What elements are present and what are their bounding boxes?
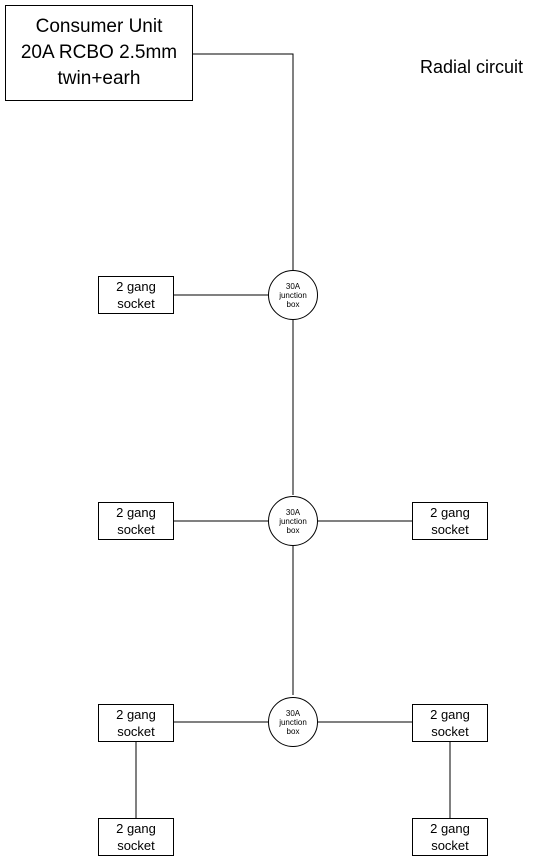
socket-jb3-right: 2 gang socket (412, 704, 488, 742)
socket-label-line1: 2 gang (430, 707, 470, 722)
socket-chain-right: 2 gang socket (412, 818, 488, 856)
socket-jb2-left: 2 gang socket (98, 502, 174, 540)
socket-label-line2: socket (431, 522, 469, 537)
consumer-unit-line2: 20A RCBO 2.5mm (20, 42, 178, 63)
consumer-unit-line3: twin+earh (57, 68, 141, 89)
socket-label-line2: socket (431, 724, 469, 739)
socket-label-line2: socket (117, 296, 155, 311)
socket-label-line2: socket (117, 838, 155, 853)
junction-box-text: junction (279, 290, 307, 300)
socket-label-line1: 2 gang (430, 821, 470, 836)
junction-box-1: 30A junction box (268, 270, 318, 320)
socket-label-line1: 2 gang (116, 707, 156, 722)
junction-box-text: box (286, 299, 300, 309)
junction-box-rating: 30A (285, 281, 301, 291)
junction-box-text: box (286, 525, 300, 535)
junction-box-text: box (286, 726, 300, 736)
socket-chain-left: 2 gang socket (98, 818, 174, 856)
junction-box-3: 30A junction box (268, 697, 318, 747)
socket-jb2-right: 2 gang socket (412, 502, 488, 540)
socket-jb1-left: 2 gang socket (98, 276, 174, 314)
socket-label-line1: 2 gang (116, 505, 156, 520)
consumer-unit: Consumer Unit 20A RCBO 2.5mm twin+earh (5, 5, 193, 101)
socket-label-line2: socket (117, 522, 155, 537)
socket-label-line2: socket (431, 838, 469, 853)
junction-box-text: junction (279, 717, 307, 727)
socket-label-line2: socket (117, 724, 155, 739)
junction-box-text: junction (279, 516, 307, 526)
socket-label-line1: 2 gang (430, 505, 470, 520)
junction-box-2: 30A junction box (268, 496, 318, 546)
junction-box-rating: 30A (285, 507, 301, 517)
socket-label-line1: 2 gang (116, 821, 156, 836)
supply-cable (193, 53, 294, 270)
socket-label-line1: 2 gang (116, 279, 156, 294)
socket-jb3-left: 2 gang socket (98, 704, 174, 742)
diagram-title: Radial circuit (420, 57, 524, 77)
junction-box-rating: 30A (285, 708, 301, 718)
consumer-unit-line1: Consumer Unit (35, 16, 163, 37)
